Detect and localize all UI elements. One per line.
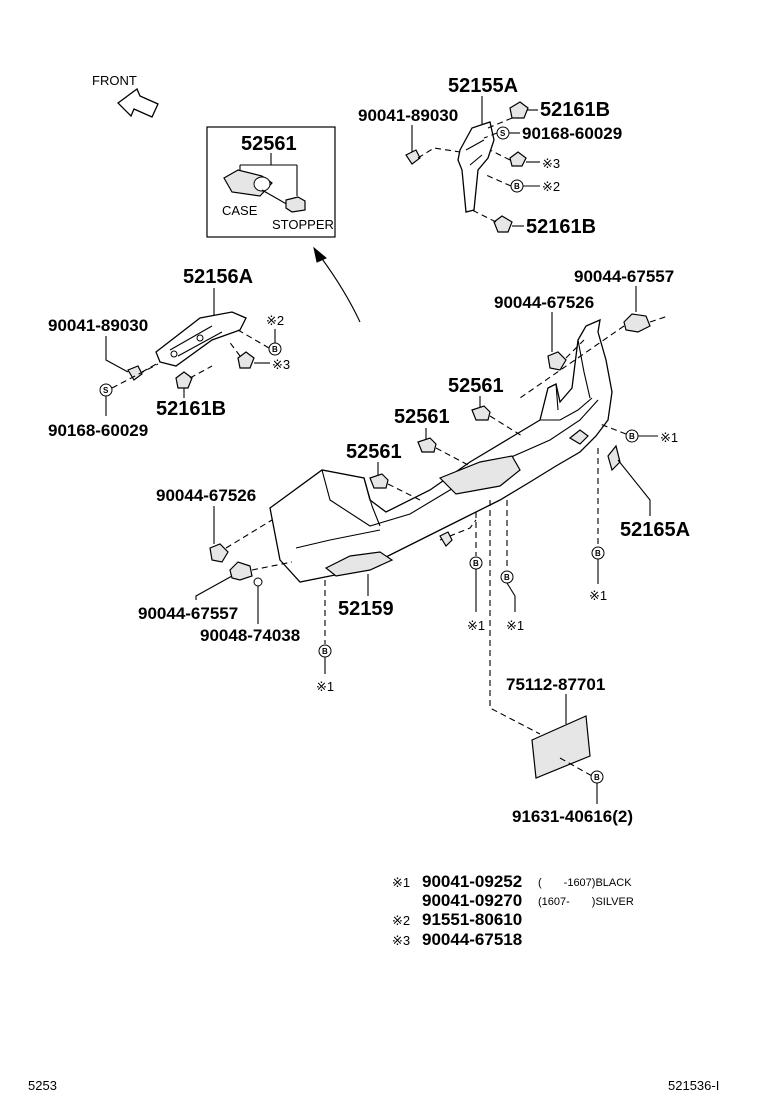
nut-52161B-top [509,101,529,119]
front-label: FRONT [92,73,137,88]
label-90044-67557-right: 90044-67557 [574,267,674,286]
legend-row1-note: ( -1607)BLACK [538,877,632,889]
label-52161B-mid: 52161B [526,216,596,238]
nut-x3-left [237,351,255,369]
plate-75112-87701 [531,715,591,779]
stopper-part [285,196,306,213]
legend-row3-mark: ※2 [392,913,410,928]
front-arrow-icon [117,87,159,118]
bracket-52155A-group: 52155A 90041-89030 52161B S 90168-60029 … [358,75,622,238]
label-52155A: 52155A [448,75,518,97]
legend-row2-note: (1607- )SILVER [538,896,634,908]
clip-center-lower [439,531,453,547]
footer-right-code: 521536-I [668,1078,719,1093]
bumper-cover-52159: 52159 [269,318,613,620]
clip-90044-67526-right [547,351,567,371]
clip-90044-67557-left [229,561,253,581]
callout-x1-center-1: ※1 [467,618,485,633]
label-52159: 52159 [338,598,394,620]
left-fasteners: 90044-67526 90044-67557 90048-74038 B ※1 [138,486,334,694]
callout-x3-left: ※3 [272,357,290,372]
label-90041-89030-left: 90041-89030 [48,316,148,335]
callout-x2-left: ※2 [266,313,284,328]
callout-x1-center-2: ※1 [506,618,524,633]
label-90041-89030-top: 90041-89030 [358,106,458,125]
label-90168-60029-top: 90168-60029 [522,124,622,143]
stopper-52561-b [417,437,437,453]
bracket-52156A-group: 52156A ※2 B ※3 90041-89030 S 90168-60029… [48,266,290,440]
reflector-52165A [607,444,621,472]
label-90048-74038: 90048-74038 [200,626,300,645]
label-91631-40616: 91631-40616(2) [512,807,633,826]
label-52561-a: 52561 [448,375,504,397]
callout-b-left: B [272,345,278,354]
bracket-52155A [457,121,495,213]
clip-90044-67526-left [209,543,229,563]
callout-x1-bottom-left: ※1 [316,679,334,694]
case-label: CASE [222,203,258,218]
label-90168-60029-left: 90168-60029 [48,421,148,440]
label-75112-87701: 75112-87701 [506,675,605,694]
label-90044-67557-left: 90044-67557 [138,604,238,623]
legend-row2-part: 90041-09270 [422,891,522,910]
callout-x1-right: ※1 [660,430,678,445]
callout-b-center-1: B [473,559,479,568]
center-lower-callouts: B ※1 B ※1 [439,500,524,633]
footer-left-code: 5253 [28,1078,57,1093]
inset-part-number: 52561 [241,133,297,155]
case-part [223,169,273,197]
legend-row3-part: 91551-80610 [422,910,522,929]
label-52561-b: 52561 [394,406,450,428]
callout-b-center-2: B [504,573,510,582]
callout-b-right: B [629,432,635,441]
nut-52161B-left [175,371,193,389]
stopper-52561-a [471,405,491,421]
label-90044-67526-right: 90044-67526 [494,293,594,312]
label-52561-c: 52561 [346,441,402,463]
callout-s-top: S [500,129,506,138]
front-arrow-group: FRONT [92,73,159,118]
clip-90041-89030-top [405,149,421,165]
label-90044-67526-left: 90044-67526 [156,486,256,505]
stopper-52561-c [369,473,389,489]
legend-row4-mark: ※3 [392,933,410,948]
callout-s-left: S [103,386,109,395]
callout-b-lower-right: B [595,549,601,558]
legend-row1-mark: ※1 [392,875,410,890]
callout-b-bottom-left: B [322,647,328,656]
callout-x2-top: ※2 [542,179,560,194]
legend-row4-part: 90044-67518 [422,930,522,949]
callout-x1-lower-right: ※1 [589,588,607,603]
label-52161B-top: 52161B [540,99,610,121]
stopper-label: STOPPER [272,217,334,232]
stoppers-52561: 52561 52561 52561 [346,375,523,501]
inset-52561: 52561 CASE STOPPER [206,126,336,238]
callout-b-plate: B [594,773,600,782]
legend-row1-part: 90041-09252 [422,872,522,891]
nut-x3-top [509,151,527,167]
label-52165A: 52165A [620,519,690,541]
nut-52161B-mid [493,215,513,233]
plate-75112-87701-group: 75112-87701 B 91631-40616(2) [489,500,633,826]
inset-pointer-arrow [313,246,361,323]
legend: ※1 90041-09252 ( -1607)BLACK 90041-09270… [392,872,634,949]
right-fasteners: 90044-67557 90044-67526 B ※1 52165A B ※1 [494,267,690,603]
clip-90044-67557-right [623,313,651,333]
label-52161B-left: 52161B [156,398,226,420]
callout-x3-top: ※3 [542,156,560,171]
clip-90041-89030-left [127,365,143,381]
label-52156A: 52156A [183,266,253,288]
callout-b-top: B [514,182,520,191]
